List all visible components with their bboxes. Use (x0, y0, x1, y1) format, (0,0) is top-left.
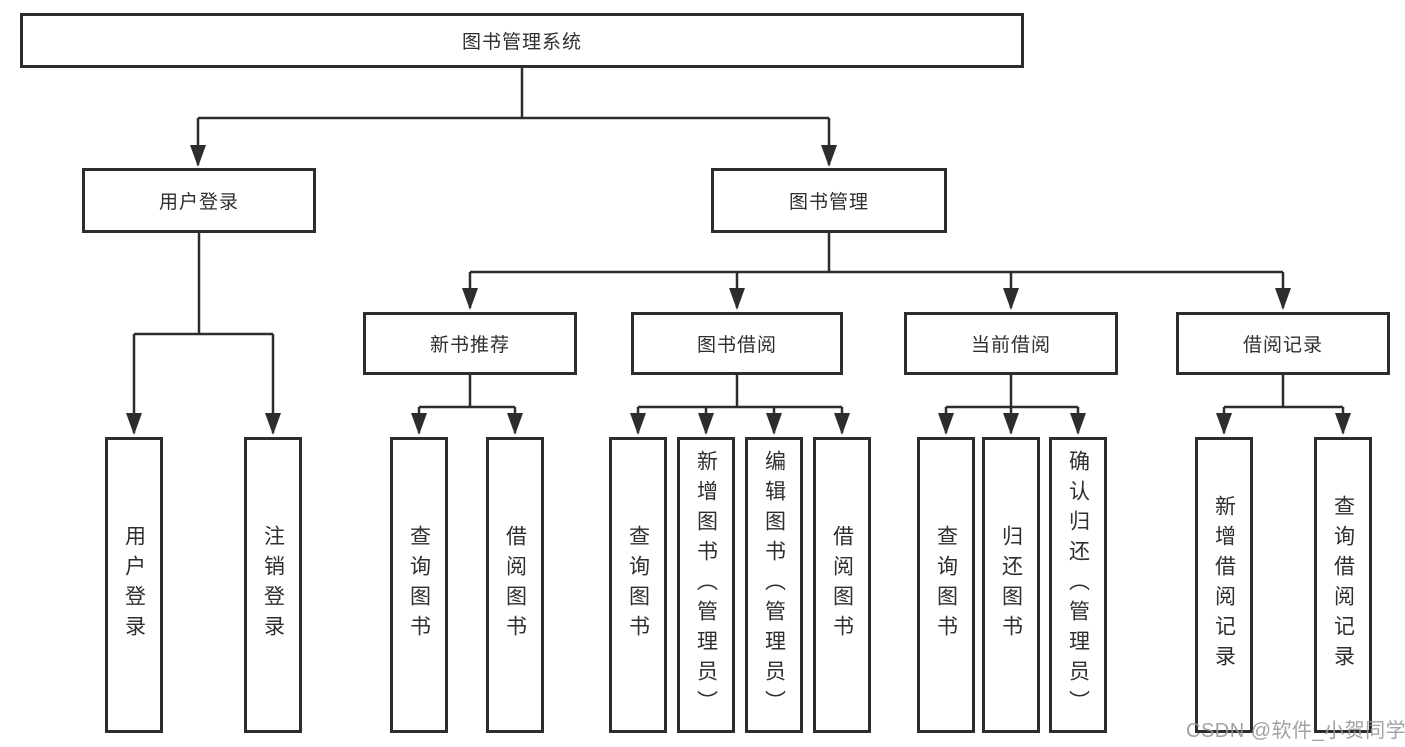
node-current-borrowing: 当前借阅 (904, 312, 1118, 375)
leaf-borrow-query-books: 查询图书 (609, 437, 667, 733)
leaf-current-confirm-return-admin: 确认归还（管理员） (1049, 437, 1107, 733)
node-library-management-system: 图书管理系统 (20, 13, 1024, 68)
watermark-text: CSDN @软件_小贺同学 (1186, 720, 1405, 742)
node-new-book-recommendation: 新书推荐 (363, 312, 577, 375)
leaf-logout-login: 注销登录 (244, 437, 302, 733)
leaf-current-return-books: 归还图书 (982, 437, 1040, 733)
leaf-borrow-borrow-books: 借阅图书 (813, 437, 871, 733)
leaf-current-query-books: 查询图书 (917, 437, 975, 733)
leaf-records-query-record: 查询借阅记录 (1314, 437, 1372, 733)
leaf-borrow-add-books-admin: 新增图书（管理员） (677, 437, 735, 733)
node-book-borrowing: 图书借阅 (631, 312, 843, 375)
node-book-management: 图书管理 (711, 168, 947, 233)
leaf-borrow-edit-books-admin: 编辑图书（管理员） (745, 437, 803, 733)
leaf-recommend-query-books: 查询图书 (390, 437, 448, 733)
leaf-recommend-borrow-books: 借阅图书 (486, 437, 544, 733)
node-borrowing-records: 借阅记录 (1176, 312, 1390, 375)
node-user-login: 用户登录 (82, 168, 316, 233)
leaf-records-add-record: 新增借阅记录 (1195, 437, 1253, 733)
leaf-user-login: 用户登录 (105, 437, 163, 733)
